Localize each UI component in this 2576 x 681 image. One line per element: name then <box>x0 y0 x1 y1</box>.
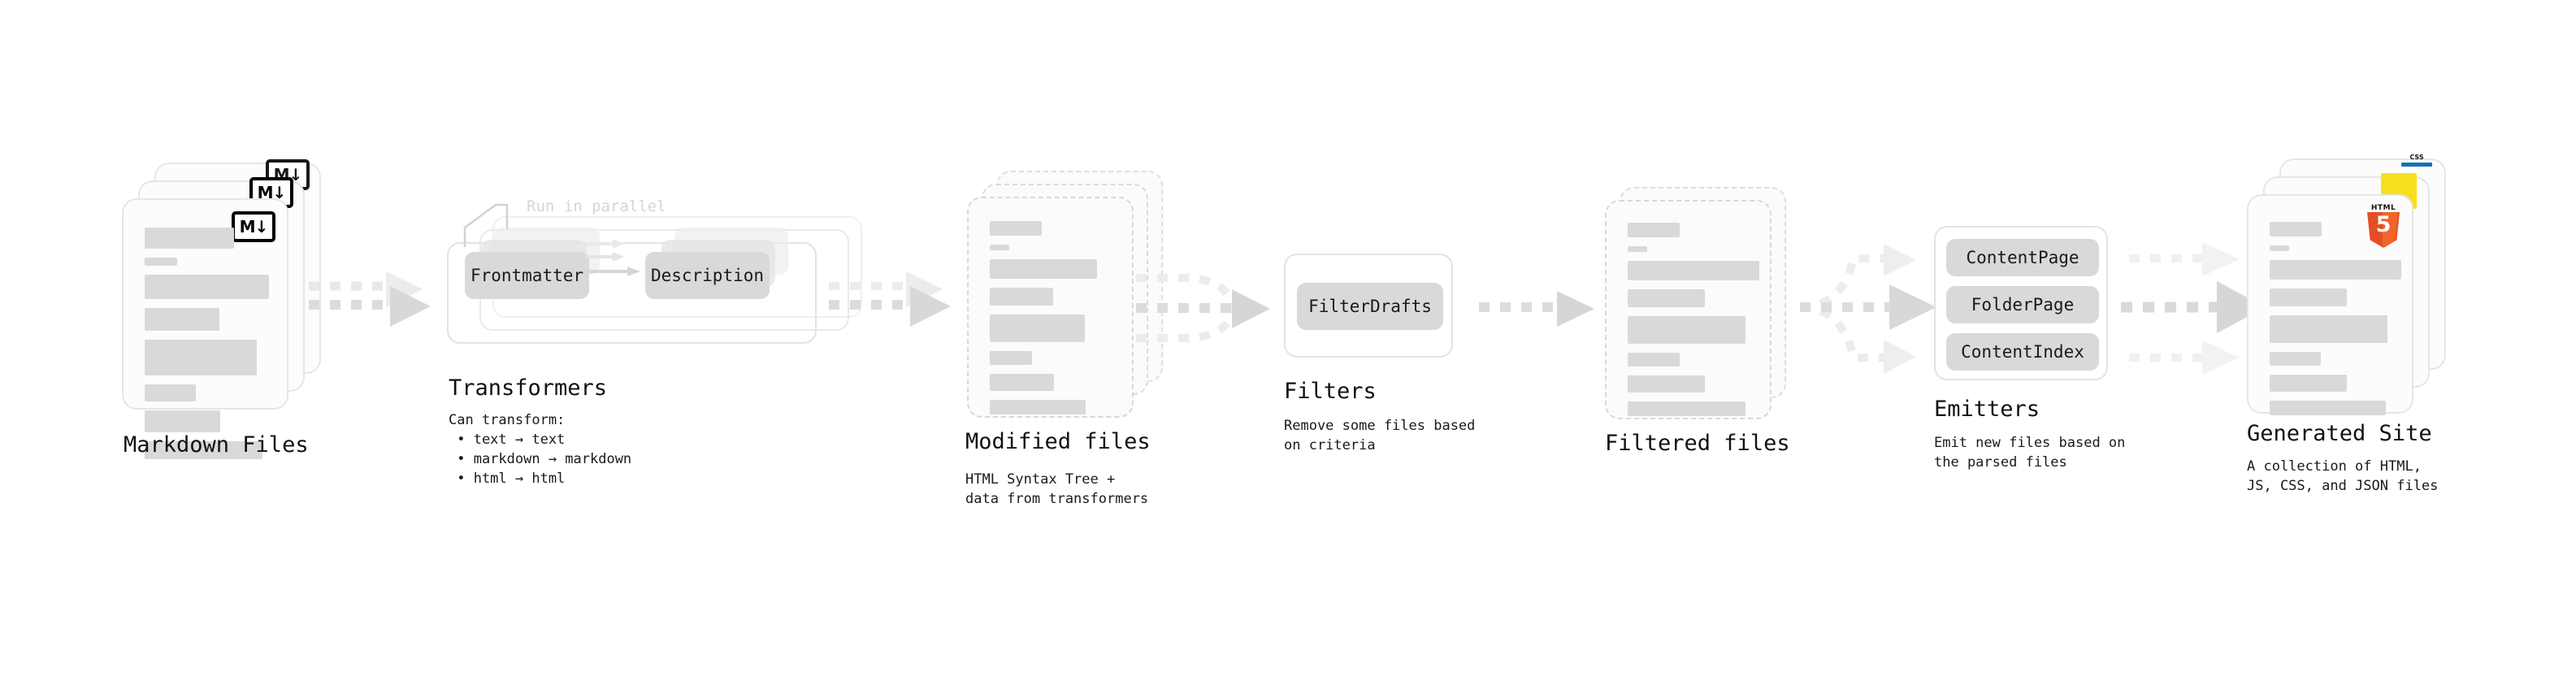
doc-bar <box>2270 352 2321 366</box>
html5-icon: HTML 5 <box>2365 204 2402 248</box>
markdown-icon-front: M↓ <box>232 211 275 242</box>
doc-bar <box>990 351 1032 365</box>
connector-md-to-transformers <box>309 271 431 327</box>
doc-bar <box>145 340 257 375</box>
generated-file-front-html: HTML 5 <box>2247 194 2413 415</box>
doc-bar <box>990 221 1042 236</box>
filtered-files-caption: Filtered files <box>1605 431 1790 456</box>
doc-bar <box>145 441 262 459</box>
doc-bar <box>2270 288 2347 306</box>
markdown-files-caption: Markdown Files <box>124 432 309 458</box>
emitter-chip-contentindex[interactable]: ContentIndex <box>1946 333 2099 371</box>
emitter-chip-contentpage[interactable]: ContentPage <box>1946 239 2099 276</box>
filtered-file-front <box>1605 200 1772 419</box>
transformers-caption: Transformers <box>449 375 608 401</box>
connector-transformers-to-modified <box>829 271 951 327</box>
doc-placeholder-bars <box>990 221 1111 423</box>
doc-bar <box>990 400 1086 414</box>
connector-modified-to-filters <box>1136 274 1270 342</box>
css3-icon: CSS <box>2400 154 2433 171</box>
doc-bar <box>1628 289 1705 307</box>
doc-bar <box>990 288 1053 306</box>
doc-bar <box>145 275 269 299</box>
doc-placeholder-bars <box>145 228 269 468</box>
connector-filtered-to-emitters <box>1799 244 1936 374</box>
doc-bar <box>1628 375 1705 393</box>
doc-bar <box>145 228 234 249</box>
modified-file-front <box>967 197 1134 418</box>
generated-site-subcaption: A collection of HTML, JS, CSS, and JSON … <box>2247 458 2439 494</box>
emitters-caption: Emitters <box>1934 397 2040 422</box>
transformer-chip-description[interactable]: Description <box>645 252 770 299</box>
doc-bar <box>2270 245 2289 251</box>
transformers-subcaption: Can transform: • text → text • markdown … <box>449 412 632 487</box>
doc-bar <box>1628 223 1680 237</box>
transformer-internal-arrows <box>585 239 640 276</box>
doc-bar <box>1628 316 1746 344</box>
doc-bar <box>990 245 1009 250</box>
connector-emitters-to-site <box>2121 242 2266 375</box>
doc-bar <box>2270 375 2347 392</box>
markdown-file-front: M↓ <box>122 198 288 459</box>
doc-bar <box>1628 401 1746 416</box>
doc-bar <box>990 314 1085 342</box>
doc-bar <box>1628 246 1647 252</box>
doc-placeholder-bars <box>2270 222 2401 424</box>
doc-bar <box>145 410 220 432</box>
doc-bar <box>145 384 196 401</box>
filters-subcaption: Remove some files based on criteria <box>1284 418 1476 453</box>
doc-bar <box>1628 353 1680 367</box>
modified-files-subcaption: HTML Syntax Tree + data from transformer… <box>965 471 1149 507</box>
emitters-subcaption: Emit new files based on the parsed files <box>1934 435 2126 471</box>
modified-files-caption: Modified files <box>965 429 1151 454</box>
emitters-box: ContentPage FolderPage ContentIndex <box>1934 226 2108 380</box>
transformers-box-front: Frontmatter Description <box>447 228 817 344</box>
filter-chip-filterdrafts[interactable]: FilterDrafts <box>1297 283 1443 330</box>
doc-bar <box>145 258 177 266</box>
doc-bar <box>1628 261 1759 280</box>
html5-icon-label: HTML <box>2370 204 2396 212</box>
doc-bar <box>2270 260 2401 280</box>
html5-icon-five: 5 <box>2375 212 2392 237</box>
doc-bar <box>2270 401 2386 415</box>
doc-bar <box>2270 222 2322 236</box>
doc-bar <box>145 308 219 331</box>
filters-caption: Filters <box>1284 379 1377 404</box>
doc-bar <box>990 259 1097 279</box>
css3-icon-underline <box>2401 163 2432 167</box>
connector-filters-to-filtered <box>1479 291 1594 327</box>
generated-site-caption: Generated Site <box>2247 421 2432 446</box>
emitter-chip-folderpage[interactable]: FolderPage <box>1946 286 2099 323</box>
doc-placeholder-bars <box>1628 223 1759 425</box>
filters-box: FilterDrafts <box>1284 254 1453 358</box>
css3-icon-label: CSS <box>2409 154 2424 161</box>
transformer-chip-frontmatter[interactable]: Frontmatter <box>465 252 589 299</box>
run-in-parallel-note: Run in parallel <box>527 197 666 215</box>
run-in-parallel-brace <box>463 203 509 247</box>
doc-bar <box>2270 315 2387 343</box>
doc-bar <box>990 374 1054 391</box>
